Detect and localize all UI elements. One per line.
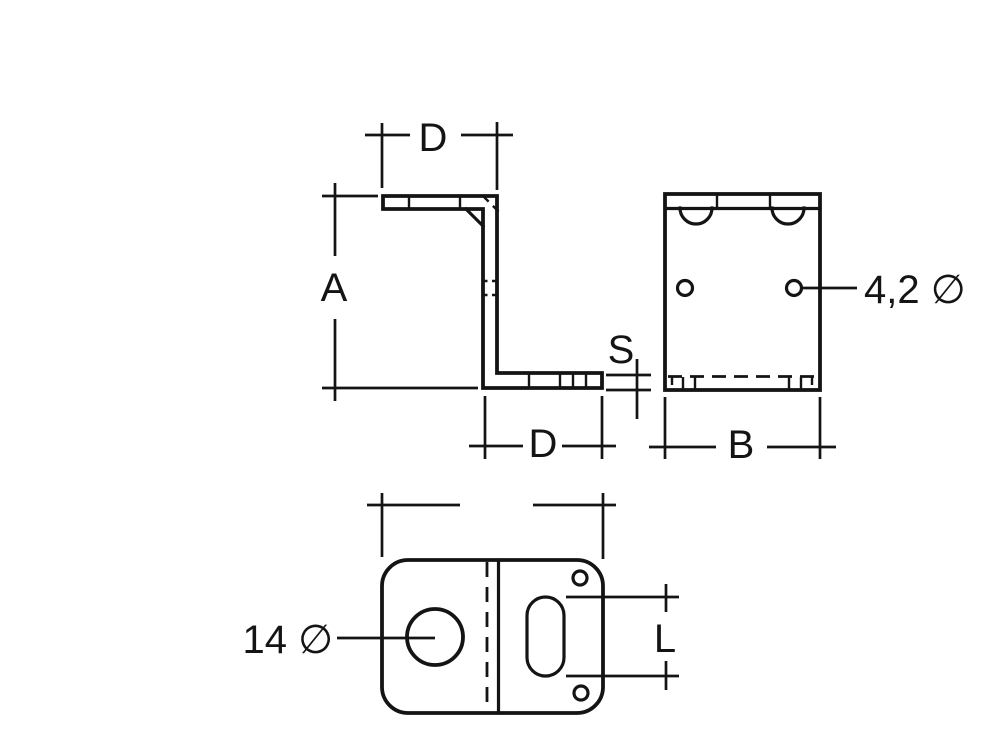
plan-view — [380, 558, 605, 715]
dimension-bottom-d: D — [469, 396, 616, 466]
callout-large-hole: 14 ∅ — [243, 618, 435, 662]
dim-label-b: B — [728, 423, 755, 467]
dimension-l: L — [566, 584, 679, 690]
bend-relief-arc — [770, 206, 806, 226]
bend-relief-arc — [678, 206, 714, 226]
dim-label-bottom-d: D — [529, 422, 558, 466]
callout-small-hole: 4,2 ∅ — [802, 268, 966, 312]
bend-hidden-line — [482, 195, 500, 213]
small-hole — [571, 569, 589, 587]
dim-label-s: S — [608, 328, 635, 372]
dimension-s: S — [606, 328, 651, 419]
front-view — [663, 192, 822, 392]
dimension-top-d: D — [365, 116, 513, 190]
front-outline — [663, 192, 822, 392]
dimension-a: A — [321, 183, 478, 401]
small-hole — [784, 278, 804, 298]
dimension-b: B — [649, 397, 836, 467]
small-hole — [675, 278, 695, 298]
small-hole — [572, 684, 590, 702]
dim-label-a: A — [321, 266, 348, 310]
side-view — [381, 194, 604, 390]
plan-outline — [380, 558, 605, 715]
large-hole-label: 14 ∅ — [243, 618, 333, 662]
dim-label-top-d: D — [419, 116, 448, 160]
dimension-plan-top — [367, 493, 616, 559]
slot — [525, 595, 566, 678]
bend-line — [463, 206, 486, 229]
dim-label-l: L — [654, 617, 676, 661]
z-profile-outline — [381, 194, 604, 390]
small-hole-label: 4,2 ∅ — [864, 268, 966, 312]
